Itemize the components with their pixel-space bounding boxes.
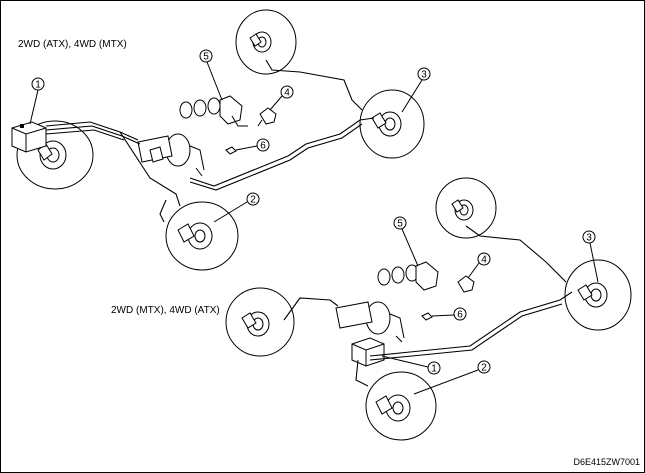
bottom-part-6 bbox=[421, 312, 433, 321]
bottom-callout-6: 6 bbox=[431, 307, 467, 321]
bottom-brake-lines bbox=[283, 225, 573, 387]
top-callout-1: 1 bbox=[29, 77, 45, 125]
top-rear-left-wheel bbox=[235, 9, 297, 75]
bottom-rear-left-wheel bbox=[435, 177, 497, 239]
svg-text:3: 3 bbox=[421, 70, 427, 81]
top-callout-3: 3 bbox=[401, 67, 431, 113]
bottom-front-left-wheel bbox=[225, 287, 295, 357]
image-code: D6E415ZW7001 bbox=[573, 457, 640, 467]
svg-text:1: 1 bbox=[431, 364, 437, 375]
bottom-rear-right-wheel bbox=[564, 259, 632, 331]
bottom-callout-1: 1 bbox=[381, 355, 441, 375]
top-rear-right-wheel bbox=[359, 89, 425, 159]
svg-text:6: 6 bbox=[260, 141, 266, 152]
top-brake-lines bbox=[45, 59, 375, 223]
bottom-part-4 bbox=[457, 275, 475, 293]
bottom-sensor-assembly bbox=[377, 261, 439, 291]
bottom-assembly: 2WD (MTX), 4WD (ATX) bbox=[111, 177, 632, 441]
top-front-right-wheel bbox=[165, 201, 239, 271]
svg-text:2: 2 bbox=[250, 195, 256, 206]
top-variant-label: 2WD (ATX), 4WD (MTX) bbox=[18, 39, 127, 50]
top-callout-4: 4 bbox=[269, 85, 294, 111]
bottom-callout-2: 2 bbox=[413, 360, 491, 395]
top-assembly: 2WD (ATX), 4WD (MTX) bbox=[11, 9, 431, 271]
bottom-front-right-wheel bbox=[365, 371, 437, 441]
bottom-callout-5: 5 bbox=[393, 216, 419, 267]
svg-text:2: 2 bbox=[481, 363, 487, 374]
bottom-callout-4: 4 bbox=[467, 252, 491, 279]
bottom-master-cylinder bbox=[335, 301, 405, 343]
svg-text:4: 4 bbox=[481, 255, 487, 266]
svg-text:1: 1 bbox=[35, 80, 41, 91]
svg-text:5: 5 bbox=[397, 219, 403, 230]
svg-text:6: 6 bbox=[457, 310, 463, 321]
top-callout-5: 5 bbox=[199, 49, 223, 101]
top-part-6 bbox=[225, 146, 237, 155]
bottom-hydraulic-unit bbox=[351, 337, 385, 367]
top-callout-2: 2 bbox=[213, 192, 260, 223]
top-callout-6: 6 bbox=[235, 138, 270, 152]
top-part-4 bbox=[257, 107, 277, 127]
top-master-cylinder bbox=[137, 133, 205, 177]
svg-text:5: 5 bbox=[203, 52, 209, 63]
svg-text:3: 3 bbox=[586, 233, 592, 244]
top-hydraulic-unit bbox=[11, 121, 47, 153]
svg-text:4: 4 bbox=[284, 88, 290, 99]
top-sensor-assembly bbox=[179, 95, 248, 127]
bottom-callout-3: 3 bbox=[582, 230, 599, 283]
bottom-variant-label: 2WD (MTX), 4WD (ATX) bbox=[111, 305, 220, 316]
